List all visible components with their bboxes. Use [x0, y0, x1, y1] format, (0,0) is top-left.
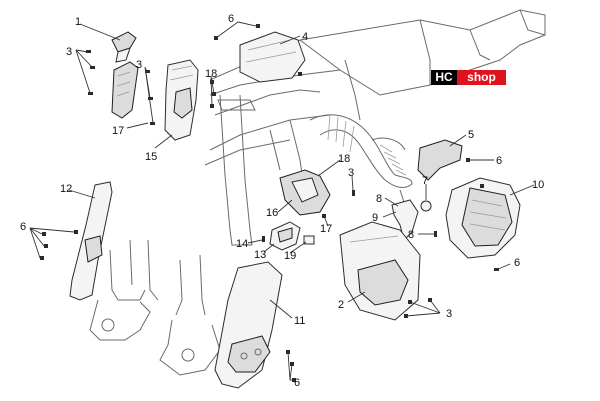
callout-6-left: 6	[20, 221, 26, 233]
callout-3-lower: 3	[446, 308, 452, 320]
part-2	[339, 221, 421, 321]
callout-4: 4	[302, 31, 308, 43]
part-15	[164, 59, 199, 141]
part-cover-left-upper	[111, 61, 139, 119]
part-19	[303, 235, 315, 245]
callout-3-left: 3	[66, 46, 72, 58]
part-5	[417, 139, 463, 181]
callout-3-mid: 3	[136, 59, 142, 71]
callout-19: 19	[284, 250, 296, 262]
callout-1: 1	[75, 16, 81, 28]
badge-right-text: shop	[457, 70, 506, 85]
callout-3-mid-center: 3	[348, 167, 354, 179]
part-11	[214, 261, 283, 389]
callout-leaders	[29, 21, 535, 381]
callout-8-lower: 8	[408, 229, 414, 241]
callout-6-top: 6	[228, 13, 234, 25]
front-fork	[89, 239, 221, 376]
callout-7: 7	[422, 175, 428, 187]
part-13	[269, 221, 301, 251]
callout-14: 14	[236, 238, 248, 250]
callout-labels: 1 3 3 17 15 18 6 4 5 6 10 18 3 16 17 7 8…	[20, 13, 544, 389]
callout-15: 15	[145, 151, 157, 163]
callout-16: 16	[266, 207, 278, 219]
callout-10: 10	[532, 179, 544, 191]
callout-17-left: 17	[112, 125, 124, 137]
callout-6-right-lower: 6	[514, 257, 520, 269]
callout-8-upper: 8	[376, 193, 382, 205]
callout-12: 12	[60, 183, 72, 195]
part-4	[239, 31, 306, 83]
callout-17-mid: 17	[320, 223, 332, 235]
part-1	[111, 31, 137, 63]
part-10	[445, 177, 521, 259]
callout-6-bottom: 6	[294, 377, 300, 389]
badge-left-text: HC	[431, 70, 457, 85]
callout-6-right-upper: 6	[496, 155, 502, 167]
part-12	[69, 181, 113, 301]
part-9	[391, 199, 419, 241]
part-7	[420, 200, 432, 212]
callout-9: 9	[372, 212, 378, 224]
part-16	[279, 169, 331, 216]
callout-13: 13	[254, 249, 266, 261]
frame	[204, 9, 546, 246]
callout-11: 11	[294, 315, 305, 327]
hc-shop-badge: HC shop	[431, 70, 506, 85]
callout-18-mid: 18	[338, 153, 350, 165]
callout-5: 5	[468, 129, 474, 141]
callout-2: 2	[338, 299, 344, 311]
callout-18-top: 18	[205, 68, 217, 80]
